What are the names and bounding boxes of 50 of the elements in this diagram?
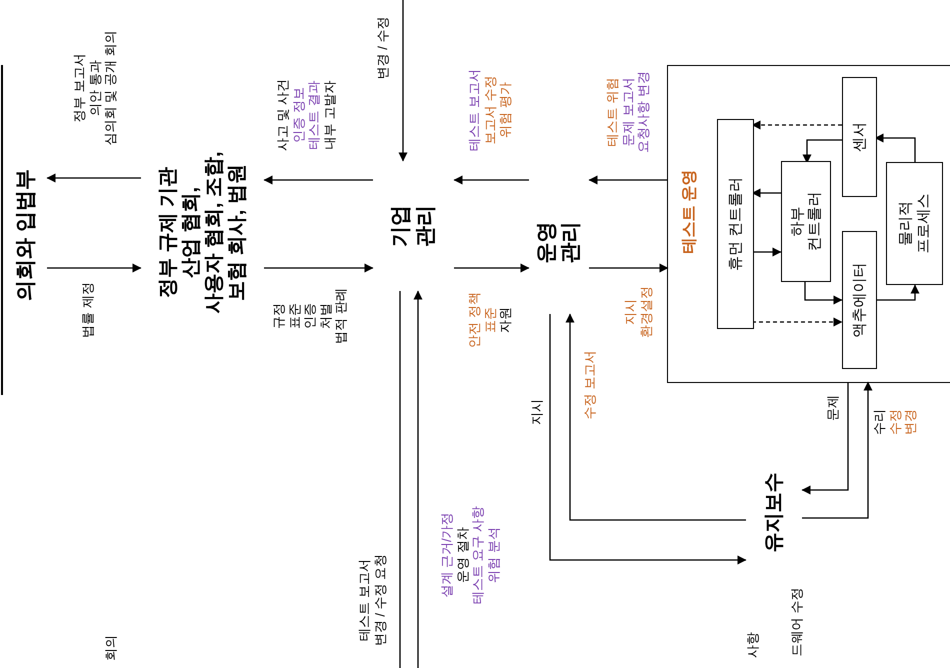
edge-label: 규정 표준 인증 처벌 법적 판례 <box>271 288 349 344</box>
arrow <box>566 314 746 521</box>
entity-label: 의회와 입법부 <box>5 160 48 310</box>
arrow <box>589 264 668 272</box>
arrow <box>454 264 530 272</box>
edge-label: 정부 보고서 의안 통과 심의회 및 공개 회의 <box>72 30 118 146</box>
edge-label: 수리 수정 변경 <box>872 409 918 435</box>
arrow <box>752 248 782 256</box>
arrow <box>264 264 374 272</box>
arrow <box>802 382 849 494</box>
arrow <box>802 382 872 519</box>
entity-label: 유지보수 <box>745 455 803 570</box>
arrow <box>588 176 668 184</box>
edge-label: 수정 보고서 <box>582 350 598 420</box>
entity-label: 운영 관리 <box>528 170 590 315</box>
connector-line <box>399 291 401 668</box>
entity-label: 정부 규제 기관 산업 협회, 사용자 협회, 조합, 보험 회사, 법원 <box>140 115 265 350</box>
process-box: 하부 컨트롤러 <box>781 161 831 282</box>
frame-title: 테스트 운영 <box>680 168 699 256</box>
edge-label: 문제 <box>825 395 841 421</box>
operation-frame <box>667 65 950 383</box>
arrow <box>414 290 422 668</box>
arrow <box>46 174 141 182</box>
entity-label: 기업 관리 <box>372 160 455 292</box>
edge-label: 안전 정책 표준 자원 <box>466 292 514 348</box>
arrow <box>398 0 408 162</box>
edge-label: 지시 <box>529 399 545 425</box>
process-box: 물리적 프로세스 <box>886 162 943 285</box>
note-text: 사항 <box>745 632 761 658</box>
process-box: 센서 <box>842 77 877 197</box>
arrow <box>264 176 373 184</box>
arrow <box>47 264 142 272</box>
process-box: 액추에이터 <box>842 231 877 369</box>
arrow <box>752 318 842 326</box>
note-text: 드웨어 수정 <box>789 588 805 656</box>
process-box: 휴먼 컨트롤러 <box>717 119 754 329</box>
arrow <box>802 139 842 164</box>
edge-label: 테스트 보고서 보고서 수정 위험 평가 <box>466 69 514 151</box>
note-text: 회의 <box>103 635 119 661</box>
edge-label: 사고 및 사건 인증 정보 테스트 결과 내부 고발자 <box>274 78 338 152</box>
edge-label: 테스트 보고서 변경 / 수정 요청 <box>356 554 388 646</box>
arrow <box>549 314 746 564</box>
edge-label: 법률 제정 <box>80 282 96 338</box>
edge-label: 설계 근거/가정 운영 절차 테스트 요구 사항 위험 분석 <box>438 506 502 604</box>
arrow <box>454 176 529 184</box>
arrow <box>875 284 920 301</box>
arrow <box>804 282 842 304</box>
edge-label: 변경 / 수정 <box>375 16 391 80</box>
edge-label: 지시 환경설정 <box>622 286 654 338</box>
edge-label: 테스트 위험 문제 보고서 요청사항 변경 <box>604 71 652 153</box>
